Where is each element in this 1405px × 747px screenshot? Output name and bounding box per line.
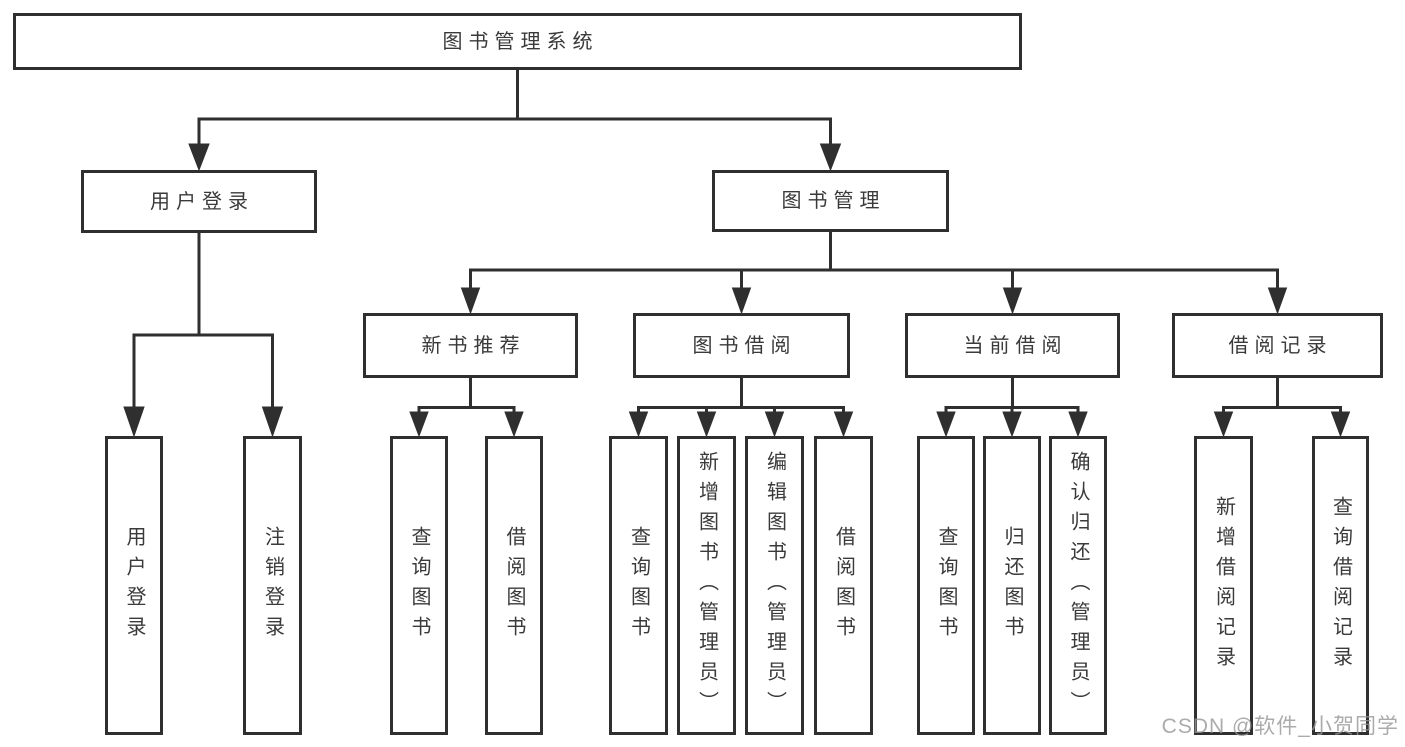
node-borrow-records: 借阅记录 bbox=[1172, 313, 1383, 378]
connector-current-borrowing-to-leaves bbox=[936, 378, 1088, 438]
node-label: 归还图书 bbox=[1001, 525, 1023, 646]
node-label: 新书推荐 bbox=[421, 334, 526, 357]
node-label: 注销登录 bbox=[261, 525, 284, 646]
node-bb-add-books-admin: 新增图书（管理员） bbox=[677, 436, 736, 735]
node-user-login-action: 用户登录 bbox=[105, 436, 163, 735]
node-nbr-query-books: 查询图书 bbox=[390, 436, 448, 735]
connector-root-to-level2 bbox=[188, 70, 842, 172]
connector-book-management-to-level3 bbox=[460, 232, 1288, 315]
node-label: 用户登录 bbox=[150, 190, 254, 213]
node-label: 借阅记录 bbox=[1228, 334, 1333, 357]
node-label: 当前借阅 bbox=[963, 334, 1068, 357]
node-label: 借阅图书 bbox=[503, 525, 525, 646]
node-cb-query-books: 查询图书 bbox=[917, 436, 975, 735]
node-label: 用户登录 bbox=[123, 525, 145, 646]
node-br-add-borrow-record: 新增借阅记录 bbox=[1194, 436, 1253, 735]
node-book-management: 图书管理 bbox=[712, 170, 949, 232]
node-label: 图书借阅 bbox=[692, 334, 797, 357]
node-br-query-borrow-record: 查询借阅记录 bbox=[1312, 436, 1369, 735]
node-user-login: 用户登录 bbox=[81, 170, 317, 233]
node-bb-borrow-books: 借阅图书 bbox=[814, 436, 873, 735]
node-logout: 注销登录 bbox=[243, 436, 302, 735]
node-library-management-system: 图书管理系统 bbox=[13, 13, 1022, 70]
node-label: 新增借阅记录 bbox=[1212, 495, 1235, 676]
connector-borrow-records-to-leaves bbox=[1213, 378, 1351, 438]
connector-user-login-to-leaves bbox=[123, 233, 284, 438]
node-book-borrowing: 图书借阅 bbox=[633, 313, 850, 378]
node-bb-query-books: 查询图书 bbox=[609, 436, 668, 735]
node-label: 查询借阅记录 bbox=[1329, 495, 1352, 676]
connector-new-book-recommendation-to-leaves bbox=[409, 378, 524, 438]
node-label: 查询图书 bbox=[408, 525, 430, 646]
node-label: 确认归还（管理员） bbox=[1067, 450, 1089, 721]
node-cb-return-books: 归还图书 bbox=[983, 436, 1041, 735]
csdn-watermark: CSDN @软件_小贺同学 bbox=[1161, 715, 1399, 738]
node-label: 图书管理系统 bbox=[442, 30, 599, 53]
node-new-book-recommendation: 新书推荐 bbox=[363, 313, 578, 378]
node-bb-edit-books-admin: 编辑图书（管理员） bbox=[745, 436, 804, 735]
node-label: 新增图书（管理员） bbox=[695, 450, 718, 721]
node-label: 图书管理 bbox=[781, 190, 886, 212]
node-current-borrowing: 当前借阅 bbox=[905, 313, 1120, 378]
node-nbr-borrow-books: 借阅图书 bbox=[485, 436, 543, 735]
node-cb-confirm-return-admin: 确认归还（管理员） bbox=[1049, 436, 1107, 735]
node-label: 编辑图书（管理员） bbox=[763, 450, 786, 721]
node-label: 查询图书 bbox=[935, 525, 957, 646]
node-label: 查询图书 bbox=[627, 525, 650, 646]
node-label: 借阅图书 bbox=[832, 525, 855, 646]
connector-book-borrowing-to-leaves bbox=[628, 378, 854, 438]
